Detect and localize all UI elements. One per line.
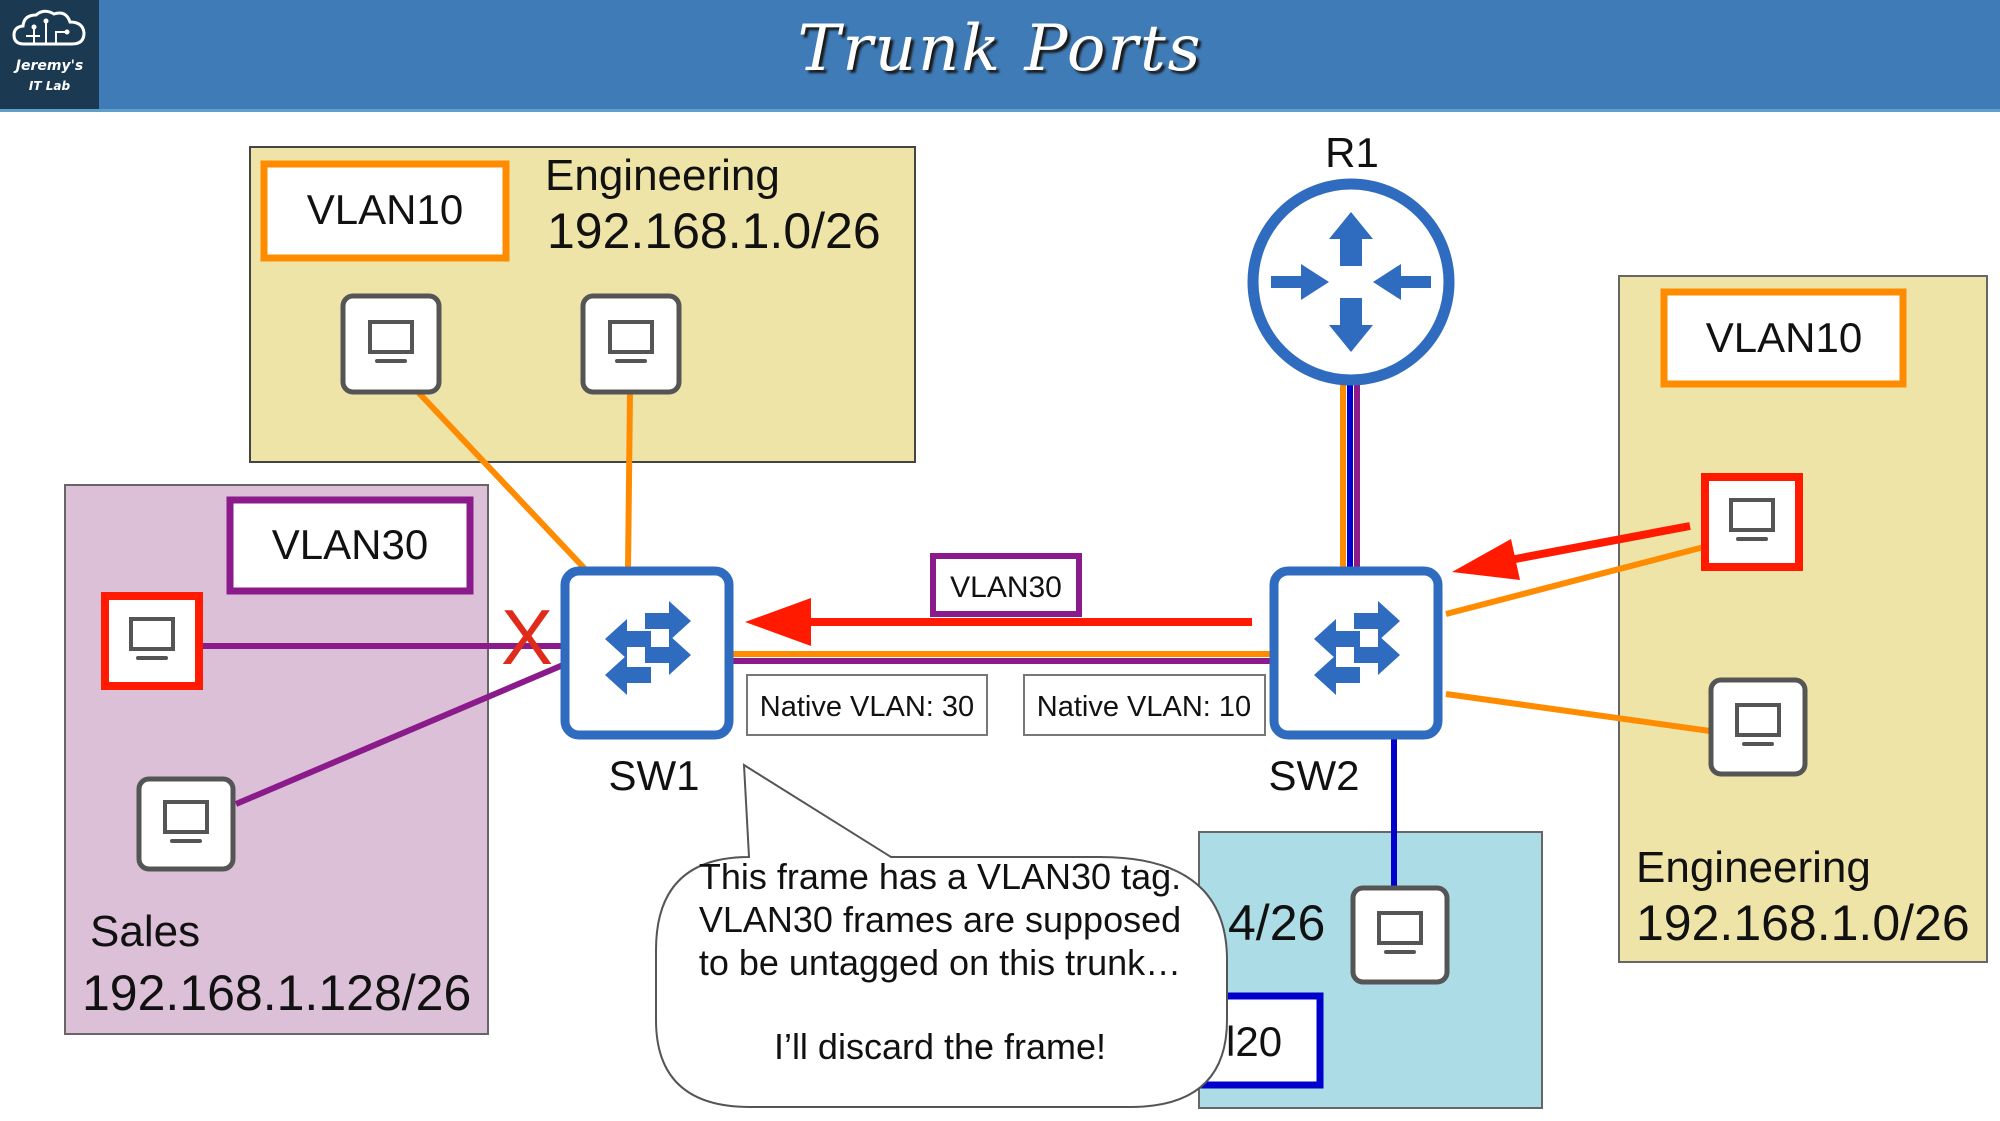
vlan30-label-sales-text: VLAN30 — [272, 521, 428, 568]
drop-x-mark: X — [501, 593, 553, 681]
vlan30-label-sales: VLAN30 — [226, 496, 474, 595]
vlan10-label-left-text: VLAN10 — [307, 186, 463, 233]
pc-eng-left-1[interactable] — [340, 293, 442, 395]
vlan20-label-text: l20 — [1226, 1018, 1282, 1065]
sales-subnet: 192.168.1.128/26 — [82, 965, 471, 1021]
frame-arrow-trunk — [745, 598, 1252, 646]
sw2-label: SW2 — [1268, 752, 1359, 799]
engineering-left-subnet: 192.168.1.0/26 — [547, 203, 881, 259]
cloud-circuit-icon — [12, 9, 86, 46]
header-bar: Jeremy's IT Lab Trunk Ports — [0, 0, 2000, 112]
pc-eng-right-source[interactable] — [1701, 473, 1803, 571]
logo-text-line2: IT Lab — [28, 79, 71, 93]
pc-vlan20[interactable] — [1350, 885, 1450, 985]
vlan10-label-left: VLAN10 — [260, 160, 510, 262]
engineering-left-name: Engineering — [545, 151, 780, 200]
pc-eng-right-2[interactable] — [1708, 677, 1808, 777]
bubble-line-3: to be untagged on this trunk… — [699, 942, 1181, 983]
sw1-native-vlan-text: Native VLAN: 30 — [760, 691, 974, 723]
vlan10-label-right: VLAN10 — [1660, 288, 1907, 388]
sales-name: Sales — [90, 907, 200, 956]
switch-icon — [1314, 601, 1400, 695]
bubble-line-2: VLAN30 frames are supposed — [699, 899, 1181, 940]
link-sales-pc2-sw1 — [234, 662, 565, 807]
logo-text-line1: Jeremy's — [15, 58, 84, 74]
link-sw2-eng-pc2 — [1445, 691, 1711, 734]
pc-eng-left-2[interactable] — [580, 293, 682, 395]
page-title: Trunk Ports — [797, 12, 1203, 86]
bubble-line-4: I’ll discard the frame! — [774, 1026, 1106, 1067]
frame-tag-text: VLAN30 — [950, 571, 1062, 604]
vlan20-subnet-partial: 4/26 — [1228, 895, 1325, 951]
engineering-right-subnet: 192.168.1.0/26 — [1636, 895, 1970, 951]
pc-sales-2[interactable] — [136, 776, 236, 872]
vlan10-label-right-text: VLAN10 — [1706, 314, 1862, 361]
engineering-right-zone — [1618, 275, 1988, 963]
r1-label: R1 — [1325, 129, 1379, 176]
sw2-native-vlan-text: Native VLAN: 10 — [1037, 691, 1251, 723]
link-eng-pc2-sw1 — [625, 391, 633, 570]
link-sw2-eng-pc1 — [1445, 544, 1705, 617]
sw2-native-vlan-label: Native VLAN: 10 — [1023, 674, 1266, 736]
engineering-right-name: Engineering — [1636, 843, 1871, 892]
switch-sw1[interactable] — [560, 566, 734, 740]
sw1-native-vlan-label: Native VLAN: 30 — [746, 674, 988, 736]
sw1-label: SW1 — [608, 752, 699, 799]
link-eng-pc1-sw1 — [415, 389, 588, 572]
router-r1[interactable] — [1247, 178, 1455, 386]
pc-sales-source[interactable] — [101, 592, 203, 690]
router-icon — [1271, 212, 1431, 352]
logo: Jeremy's IT Lab — [0, 0, 99, 109]
switch-sw2[interactable] — [1269, 566, 1443, 740]
switch-icon — [605, 601, 691, 695]
frame-arrow-into-sw2 — [1452, 522, 1691, 580]
speech-bubble: This frame has a VLAN30 tag. VLAN30 fram… — [655, 763, 1228, 1108]
frame-tag-label: VLAN30 — [930, 553, 1082, 617]
bubble-line-1: This frame has a VLAN30 tag. — [699, 856, 1181, 897]
